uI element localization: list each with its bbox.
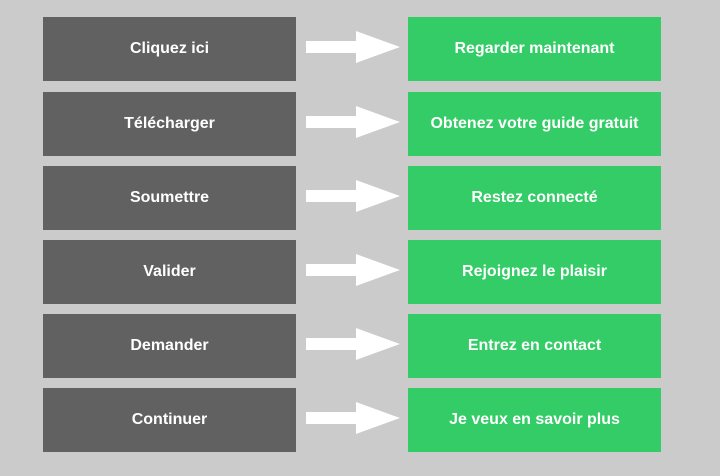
right-arrow-icon (306, 328, 400, 360)
generic-cta-button[interactable]: Continuer (43, 388, 296, 452)
right-arrow-icon (306, 402, 400, 434)
cta-row: Cliquez ici Regarder maintenant (0, 17, 720, 81)
right-arrow-icon (306, 106, 400, 138)
improved-cta-button[interactable]: Restez connecté (408, 166, 661, 230)
improved-cta-button[interactable]: Obtenez votre guide gratuit (408, 92, 661, 156)
improved-cta-button[interactable]: Rejoignez le plaisir (408, 240, 661, 304)
generic-cta-button[interactable]: Soumettre (43, 166, 296, 230)
cta-row: Continuer Je veux en savoir plus (0, 388, 720, 452)
cta-row: Télécharger Obtenez votre guide gratuit (0, 92, 720, 156)
generic-cta-button[interactable]: Télécharger (43, 92, 296, 156)
improved-cta-button[interactable]: Regarder maintenant (408, 17, 661, 81)
right-arrow-icon (306, 180, 400, 212)
right-arrow-icon (306, 31, 400, 63)
generic-cta-button[interactable]: Demander (43, 314, 296, 378)
right-arrow-icon (306, 254, 400, 286)
cta-row: Soumettre Restez connecté (0, 166, 720, 230)
cta-row: Valider Rejoignez le plaisir (0, 240, 720, 304)
improved-cta-button[interactable]: Je veux en savoir plus (408, 388, 661, 452)
improved-cta-button[interactable]: Entrez en contact (408, 314, 661, 378)
cta-row: Demander Entrez en contact (0, 314, 720, 378)
generic-cta-button[interactable]: Valider (43, 240, 296, 304)
generic-cta-button[interactable]: Cliquez ici (43, 17, 296, 81)
